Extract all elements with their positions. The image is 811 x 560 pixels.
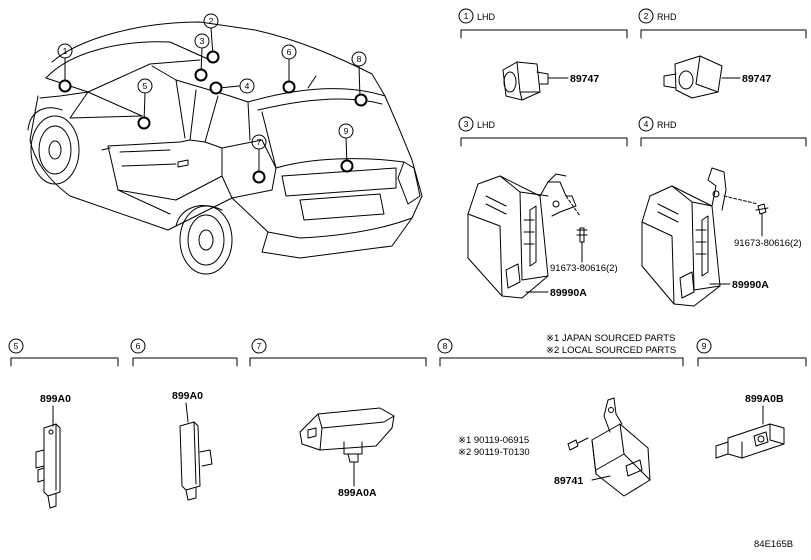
- panel-2-badge: 2: [638, 8, 654, 24]
- panel-7-bracket: [249, 357, 427, 367]
- callout-9: 9: [338, 123, 354, 139]
- svg-text:8: 8: [443, 341, 448, 351]
- panel-5-part-number: 899A0: [40, 393, 71, 405]
- panel-2-bracket: [640, 29, 807, 39]
- panel-2: 2 RHD 89747: [638, 8, 807, 99]
- panel-4-part-number: 89990A: [732, 279, 769, 291]
- panel-4-screw-number: 91673-80616(2): [734, 238, 802, 249]
- part-89747-rhd-drawing: [663, 55, 723, 99]
- vehicle-illustration: [27, 21, 423, 275]
- panel-2-label: RHD: [657, 12, 677, 22]
- panel-7-part-number: 899A0A: [338, 487, 377, 499]
- panel-4-bracket: [640, 137, 807, 147]
- panel-1: 1 LHD 89747: [458, 8, 628, 101]
- panel-5-bracket: [10, 357, 119, 367]
- callout-2: 2: [203, 13, 219, 29]
- panel-3-part-number: 89990A: [550, 287, 587, 299]
- panel-1-badge: 1: [458, 8, 474, 24]
- panel-5: 5 899A0: [8, 338, 119, 509]
- callout-6: 6: [281, 44, 297, 60]
- panel-9-badge: 9: [696, 338, 712, 354]
- panel-4-label: RHD: [657, 120, 677, 130]
- panel-3-bracket: [460, 137, 628, 147]
- svg-text:9: 9: [344, 126, 349, 136]
- panel-5-badge: 5: [8, 338, 24, 354]
- callout-7: 7: [251, 134, 267, 150]
- panel-6-part-number: 899A0: [172, 390, 203, 402]
- panel-7: 7 899A0A: [249, 338, 427, 499]
- panel-8-bolt-2: ※2 90119-T0130: [458, 447, 530, 458]
- panel-8-leader: [591, 475, 611, 481]
- part-899a0-drawing-6: [179, 421, 213, 501]
- panel-4-screw-dashline: [723, 195, 759, 205]
- panel-8-bracket: [439, 357, 684, 367]
- part-89990a-lhd-drawing: [467, 173, 577, 299]
- part-899a0b-drawing: [715, 423, 785, 459]
- panel-8-note-1: ※1 JAPAN SOURCED PARTS: [546, 333, 675, 344]
- panel-8-note-2: ※2 LOCAL SOURCED PARTS: [546, 345, 676, 356]
- panel-6-bracket: [132, 357, 238, 367]
- panel-7-badge: 7: [251, 338, 267, 354]
- svg-text:6: 6: [136, 341, 141, 351]
- panel-9-bracket: [697, 357, 807, 367]
- part-899a0a-drawing: [299, 407, 395, 463]
- panel-8-bolt-1: ※1 90119-06915: [458, 435, 529, 446]
- panel-6-leader: [185, 402, 189, 423]
- callout-5: 5: [137, 78, 153, 94]
- screw-91673-lhd-drawing: [576, 227, 588, 243]
- panel-1-label: LHD: [477, 12, 496, 22]
- svg-text:5: 5: [143, 81, 148, 91]
- callout-markers: [58, 27, 368, 184]
- panel-4: 4 RHD 91673-80616(2) 89990A: [638, 116, 807, 307]
- callout-4: 4: [239, 78, 255, 94]
- panel-8-part-number: 89741: [554, 475, 583, 487]
- svg-text:4: 4: [644, 119, 649, 129]
- diagram-code: 84E165B: [754, 539, 793, 550]
- svg-text:9: 9: [702, 341, 707, 351]
- part-89747-lhd-drawing: [502, 61, 549, 101]
- callout-8: 8: [351, 51, 367, 67]
- part-89741-drawing: [591, 397, 651, 497]
- svg-text:7: 7: [257, 341, 262, 351]
- callout-3: 3: [194, 33, 210, 49]
- callout-1: 1: [57, 43, 73, 59]
- panel-3-label: LHD: [477, 120, 496, 130]
- callout-labels: 1 2 3 4 5 6 7 8 9: [57, 13, 367, 150]
- svg-text:1: 1: [63, 46, 68, 56]
- svg-text:1: 1: [464, 11, 469, 21]
- panel-9-part-number: 899A0B: [745, 393, 784, 405]
- svg-text:3: 3: [200, 36, 205, 46]
- panel-6-badge: 6: [130, 338, 146, 354]
- panel-3: 3 LHD 91673-80616(2) 89990A: [458, 116, 628, 299]
- panel-4-badge: 4: [638, 116, 654, 132]
- svg-text:4: 4: [245, 81, 250, 91]
- svg-text:2: 2: [644, 11, 649, 21]
- panel-2-part-number: 89747: [742, 73, 771, 85]
- screw-91673-rhd-drawing: [755, 203, 769, 215]
- panel-3-screw-number: 91673-80616(2): [550, 263, 618, 274]
- panel-9: 9 899A0B: [696, 338, 807, 459]
- panel-8: ※1 JAPAN SOURCED PARTS ※2 LOCAL SOURCED …: [437, 333, 684, 497]
- svg-text:5: 5: [14, 341, 19, 351]
- part-899a0-drawing-5: [35, 423, 61, 509]
- svg-text:6: 6: [287, 47, 292, 57]
- panel-3-badge: 3: [458, 116, 474, 132]
- panel-3-screw-dashline: [565, 195, 581, 217]
- bolt-drawing: [567, 437, 589, 451]
- svg-text:7: 7: [257, 137, 262, 147]
- part-89990a-rhd-drawing: [641, 167, 727, 307]
- svg-text:3: 3: [464, 119, 469, 129]
- svg-text:8: 8: [357, 54, 362, 64]
- panel-1-bracket: [460, 29, 628, 39]
- panel-8-badge: 8: [437, 338, 453, 354]
- panel-6: 6 899A0: [130, 338, 238, 501]
- panel-1-part-number: 89747: [570, 73, 599, 85]
- svg-text:2: 2: [209, 16, 214, 26]
